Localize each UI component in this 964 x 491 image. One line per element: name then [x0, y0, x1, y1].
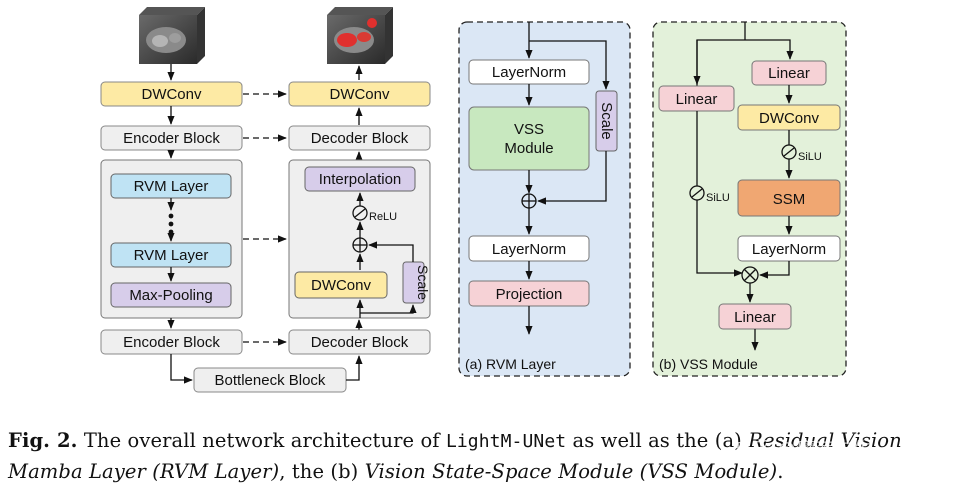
- dwconv-inner-label: DWConv: [311, 277, 372, 294]
- vss-panel-caption: (b) VSS Module: [659, 356, 758, 372]
- watermark: 知乎 @魔芋先生: [733, 439, 873, 460]
- figure-caption: Fig. 2. The overall network architecture…: [8, 426, 960, 487]
- encoder-block-2-label: Encoder Block: [123, 334, 220, 351]
- rvm-layernorm-1-label: LayerNorm: [492, 64, 566, 81]
- caption-text-1: The overall network architecture of: [77, 429, 446, 452]
- rvm-panel-caption: (a) RVM Layer: [465, 356, 556, 372]
- caption-text-4: .: [777, 460, 784, 483]
- caption-italic-2: Vision State-Space Module (VSS Module): [364, 460, 778, 483]
- vss-linear-bottom-label: Linear: [734, 309, 776, 326]
- rvm-layer-2-label: RVM Layer: [134, 247, 209, 264]
- max-pooling-label: Max-Pooling: [129, 287, 212, 304]
- vss-module-line2: Module: [504, 140, 553, 157]
- interpolation-label: Interpolation: [319, 171, 402, 188]
- vss-linear-top-label: Linear: [768, 65, 810, 82]
- dwconv-encoder-label: DWConv: [141, 86, 202, 103]
- encoder-block-1-label: Encoder Block: [123, 130, 220, 147]
- ssm-label: SSM: [773, 191, 806, 208]
- caption-text-2: as well as the (a): [566, 429, 749, 452]
- decoder-block-1-label: Decoder Block: [311, 130, 409, 147]
- caption-italic-1: Residual Vision Mamba Layer (RVM Layer): [8, 429, 902, 483]
- output-segmentation-image: [327, 7, 393, 64]
- scale-inner-label: Scale: [415, 265, 431, 300]
- silu-2-label: SiLU: [706, 192, 730, 204]
- dwconv-decoder-label: DWConv: [329, 86, 390, 103]
- caption-model-name: LightM-UNet: [445, 431, 567, 452]
- rvm-layer-1-label: RVM Layer: [134, 178, 209, 195]
- vss-layernorm-label: LayerNorm: [752, 241, 826, 258]
- rvm-scale-label: Scale: [598, 102, 615, 140]
- rvm-layernorm-2-label: LayerNorm: [492, 241, 566, 258]
- figure-number: Fig. 2.: [8, 429, 78, 452]
- relu-label: ReLU: [369, 211, 397, 223]
- bottleneck-block-label: Bottleneck Block: [215, 372, 326, 389]
- vss-linear-left-label: Linear: [676, 91, 718, 108]
- silu-1-label: SiLU: [798, 151, 822, 163]
- decoder-block-2-label: Decoder Block: [311, 334, 409, 351]
- input-volume-image: [139, 7, 205, 64]
- vss-module-line1: VSS: [514, 121, 544, 138]
- architecture-diagram: DWConv DWConv Encoder Block Decoder Bloc…: [100, 7, 847, 393]
- vss-dwconv-label: DWConv: [759, 110, 820, 127]
- caption-text-3: , the (b): [279, 460, 365, 483]
- projection-label: Projection: [496, 286, 563, 303]
